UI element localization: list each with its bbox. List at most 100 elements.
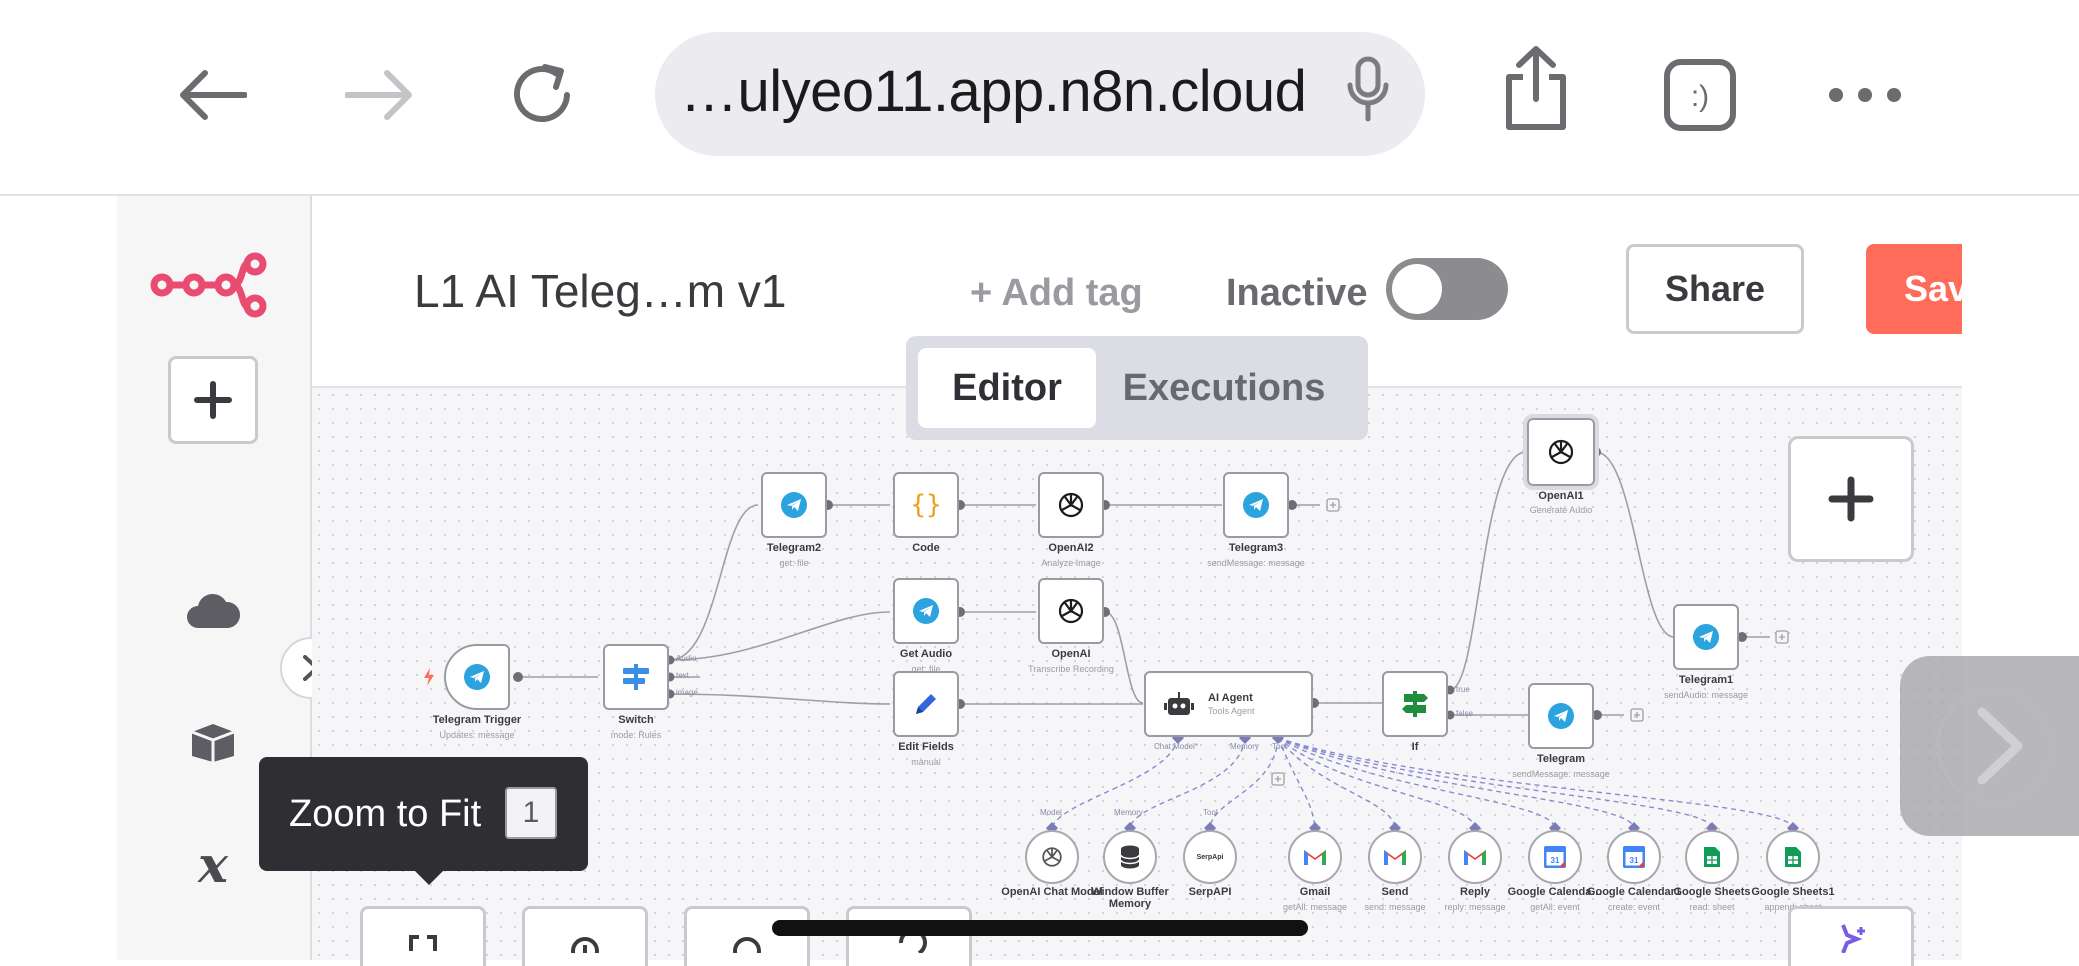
add-workflow-button[interactable] <box>168 356 258 444</box>
templates-box-icon[interactable] <box>188 722 238 767</box>
zoom-out-icon <box>733 936 761 953</box>
node-ai-agent[interactable]: AI Agent Tools Agent <box>1144 671 1313 737</box>
reset-zoom-button[interactable] <box>846 906 972 966</box>
reload-icon[interactable] <box>503 55 583 135</box>
microphone-icon[interactable] <box>1328 50 1408 130</box>
n8n-logo-icon[interactable] <box>150 252 270 323</box>
node-label: Send <box>1381 886 1409 898</box>
node-subtitle: sendMessage: message <box>1512 769 1610 779</box>
google-sheets-icon <box>1785 847 1801 867</box>
node-label: Telegram <box>1536 753 1586 765</box>
node-label: Telegram2 <box>766 542 822 554</box>
zoom-out-button[interactable] <box>684 906 810 966</box>
forward-arrow-icon[interactable] <box>340 55 420 135</box>
port-label-tool: Tool <box>1203 808 1218 817</box>
tab-editor[interactable]: Editor <box>918 348 1096 428</box>
gmail-icon <box>1384 850 1406 865</box>
node-label: Telegram3 <box>1228 542 1284 554</box>
add-tag-button[interactable]: + Add tag <box>970 272 1143 314</box>
subnode-send[interactable] <box>1368 830 1422 884</box>
node-if[interactable] <box>1382 671 1448 737</box>
subnode-openai-chat-model[interactable] <box>1025 830 1079 884</box>
node-subtitle: get: file <box>779 558 809 568</box>
openai-icon <box>1058 598 1084 624</box>
node-openai[interactable] <box>1038 578 1104 644</box>
node-get-audio[interactable] <box>893 578 959 644</box>
node-switch[interactable] <box>603 644 669 710</box>
telegram-icon <box>781 492 807 518</box>
node-telegram-trigger[interactable] <box>444 644 510 710</box>
node-label: Code <box>912 542 940 554</box>
subnode-window-buffer-memory[interactable] <box>1103 830 1157 884</box>
node-telegram3[interactable] <box>1223 472 1289 538</box>
node-subtitle: reply: message <box>1444 902 1506 912</box>
node-telegram1[interactable] <box>1673 604 1739 670</box>
back-arrow-icon[interactable] <box>172 55 252 135</box>
node-subtitle: getAll: message <box>1282 902 1348 912</box>
node-code[interactable]: {} <box>893 472 959 538</box>
add-node-button[interactable] <box>1788 436 1914 562</box>
workflow-title[interactable]: L1 AI Teleg…m v1 <box>414 265 787 317</box>
switch-signpost-icon <box>623 664 649 690</box>
cloud-icon[interactable] <box>186 592 241 635</box>
telegram-icon <box>1693 624 1719 650</box>
node-label: Edit Fields <box>898 741 954 753</box>
node-subtitle: read: sheet <box>1689 902 1735 912</box>
zoom-in-button[interactable] <box>522 906 648 966</box>
subnode-gmail[interactable] <box>1288 830 1342 884</box>
node-label: Google Calendar1 <box>1586 886 1682 898</box>
plus-icon <box>194 381 232 419</box>
ask-ai-button[interactable] <box>1788 906 1914 966</box>
svg-text::): :) <box>1691 80 1709 113</box>
tooltip-shortcut: 1 <box>505 787 557 839</box>
svg-text:31: 31 <box>1630 856 1639 865</box>
connection-audio <box>669 504 759 661</box>
tooltip-arrow <box>413 869 445 885</box>
google-calendar-icon: 31 <box>1544 846 1566 868</box>
address-bar[interactable] <box>655 32 1425 156</box>
url-text[interactable]: …ulyeo11.app.n8n.cloud <box>680 59 1307 124</box>
openai-icon <box>1058 492 1084 518</box>
node-label: Google Sheets1 <box>1751 886 1835 898</box>
tab-executions[interactable]: Executions <box>1122 366 1326 409</box>
variables-x-icon[interactable]: x <box>190 835 236 897</box>
trigger-bolt-icon <box>422 668 436 691</box>
toggle-knob <box>1392 264 1442 314</box>
subnode-serpapi[interactable]: SerpApi <box>1183 830 1237 884</box>
node-edit-fields[interactable] <box>893 671 959 737</box>
node-telegram[interactable] <box>1528 683 1594 749</box>
node-label: AI Agent <box>1208 692 1253 704</box>
plus-icon <box>1828 476 1874 522</box>
node-subtitle: mode: Rules <box>610 730 662 740</box>
more-icon[interactable] <box>1825 55 1905 135</box>
port-label-memory: Memory <box>1114 808 1143 817</box>
share-icon[interactable] <box>1496 46 1576 130</box>
subnode-google-calendar1[interactable]: 31 <box>1607 830 1661 884</box>
sparkle-icon <box>1841 923 1865 953</box>
database-icon <box>1120 845 1140 869</box>
subnode-google-sheets[interactable] <box>1685 830 1739 884</box>
telegram-icon <box>464 664 490 690</box>
node-label: SerpAPI <box>1188 886 1232 898</box>
extension-icon[interactable]: :) <box>1660 55 1740 135</box>
subnode-google-sheets1[interactable] <box>1766 830 1820 884</box>
node-label: Reply <box>1460 886 1490 898</box>
active-toggle[interactable] <box>1386 258 1508 320</box>
node-openai2[interactable] <box>1038 472 1104 538</box>
port-label-model: Model <box>1040 808 1062 817</box>
node-telegram2[interactable] <box>761 472 827 538</box>
subnode-reply[interactable] <box>1448 830 1502 884</box>
subnode-google-calendar[interactable]: 31 <box>1528 830 1582 884</box>
zoom-to-fit-button[interactable] <box>360 906 486 966</box>
save-button[interactable]: Sav <box>1866 244 1962 334</box>
telegram-icon <box>913 598 939 624</box>
node-subtitle: Tools Agent <box>1208 706 1255 716</box>
home-indicator <box>772 920 1308 936</box>
browser-forward-overlay[interactable] <box>1900 656 2079 836</box>
pencil-icon <box>916 694 936 714</box>
share-button[interactable]: Share <box>1626 244 1804 334</box>
node-label: OpenAI <box>1051 648 1091 660</box>
node-openai1[interactable] <box>1523 414 1599 490</box>
google-calendar-icon: 31 <box>1623 846 1645 868</box>
